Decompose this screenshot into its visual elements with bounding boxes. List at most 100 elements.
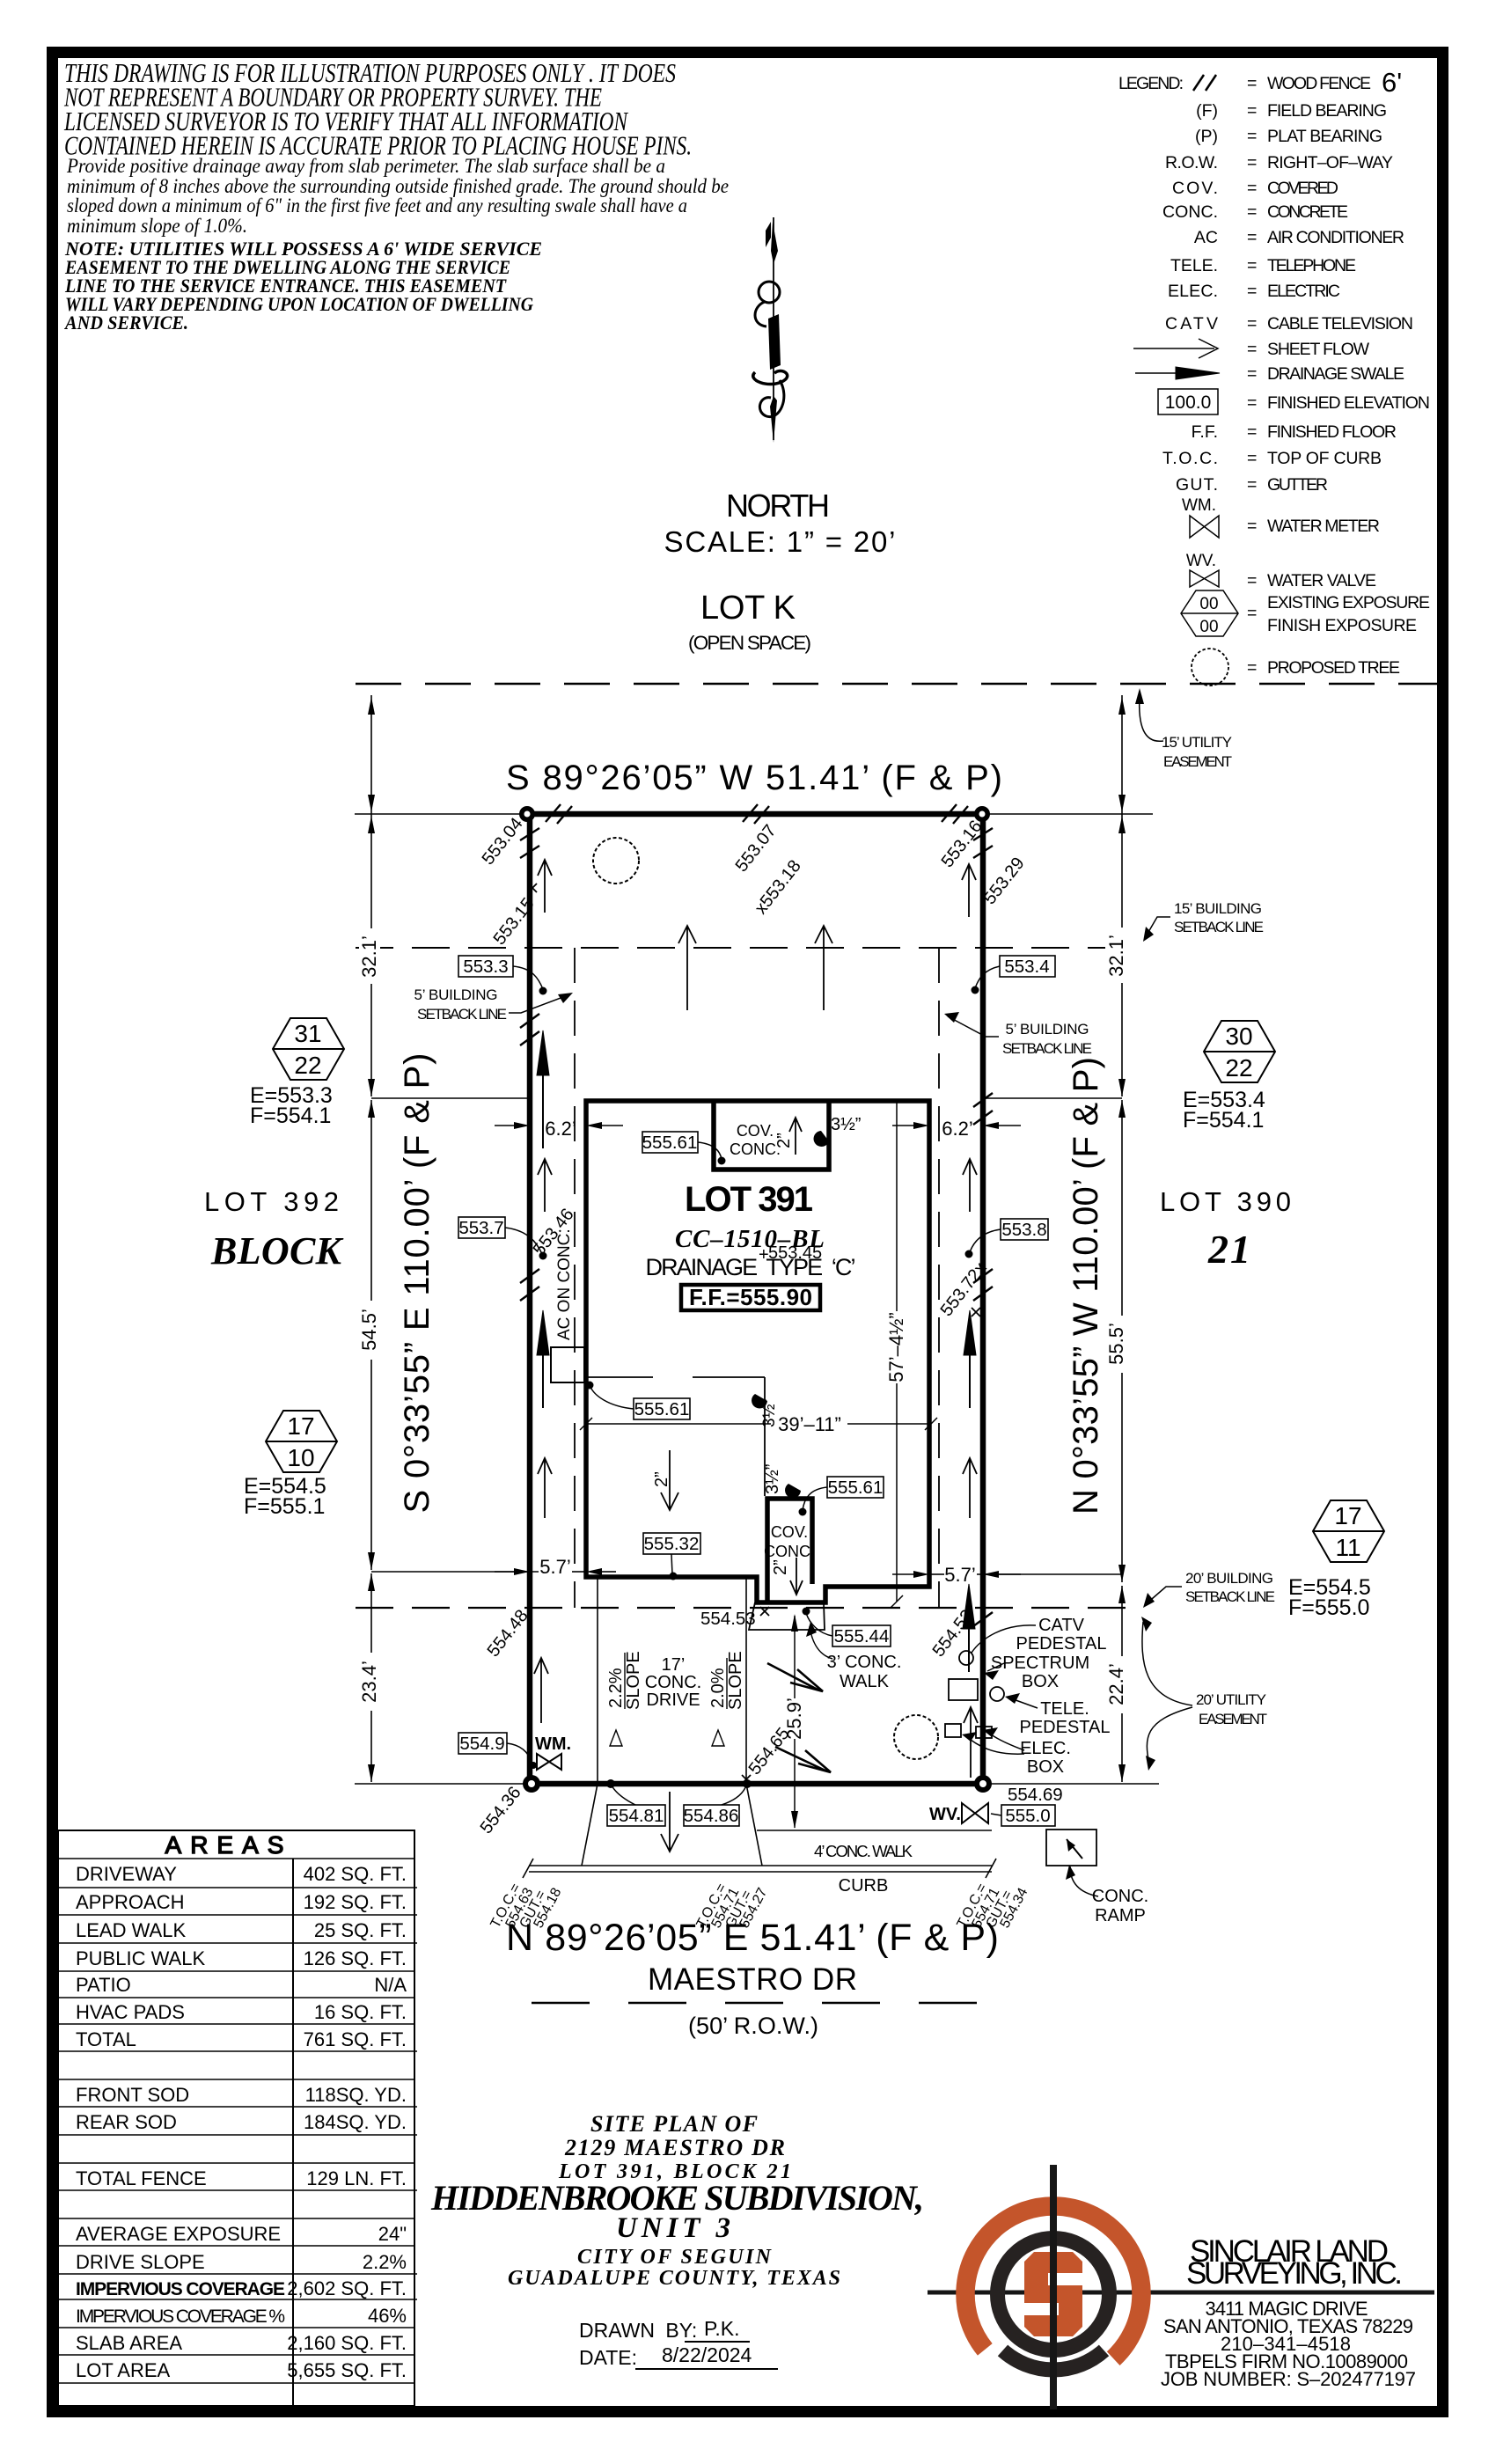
svg-text:minimum of 8 inches above the: minimum of 8 inches above the surroundin… (67, 175, 729, 197)
svg-text:LINE TO THE SERVICE ENTRANCE.: LINE TO THE SERVICE ENTRANCE. THIS EASEM… (64, 275, 507, 297)
svg-text:=: = (1247, 340, 1257, 359)
svg-text:17: 17 (287, 1412, 314, 1440)
svg-text:15’ BUILDING: 15’ BUILDING (1174, 900, 1262, 917)
svg-text:WALK: WALK (840, 1672, 890, 1691)
svg-text:3½”: 3½” (763, 1464, 782, 1494)
svg-text:39’–11”: 39’–11” (778, 1413, 841, 1435)
svg-text:HVAC PADS: HVAC PADS (76, 2001, 185, 2023)
svg-text:LOT K: LOT K (700, 590, 796, 627)
svg-text:4’ CONC. WALK: 4’ CONC. WALK (814, 1842, 913, 1860)
svg-text:LOT 390: LOT 390 (1160, 1186, 1294, 1217)
svg-text:CONC.: CONC. (1162, 202, 1218, 222)
svg-text:SETBACK LINE: SETBACK LINE (1174, 919, 1264, 935)
svg-text:N/A: N/A (374, 1974, 407, 1996)
svg-text:=: = (1247, 202, 1257, 222)
svg-text:DRIVE: DRIVE (646, 1690, 700, 1710)
svg-text:PROPOSED TREE: PROPOSED TREE (1267, 658, 1400, 678)
svg-text:(P): (P) (1195, 127, 1218, 146)
svg-text:EASEMENT: EASEMENT (1199, 1711, 1267, 1727)
svg-text:SLAB AREA: SLAB AREA (76, 2332, 182, 2354)
svg-text:2129 MAESTRO DR: 2129 MAESTRO DR (564, 2135, 785, 2160)
svg-text:555.32: 555.32 (644, 1534, 700, 1554)
svg-text:554.36: 554.36 (477, 1783, 525, 1837)
svg-text:TELE.: TELE. (1170, 256, 1218, 275)
svg-text:555.61: 555.61 (642, 1133, 698, 1153)
svg-text:E=553.3: E=553.3 (250, 1083, 333, 1108)
svg-text:E=554.5: E=554.5 (1288, 1575, 1371, 1600)
svg-text:SETBACK LINE: SETBACK LINE (417, 1006, 507, 1023)
svg-text:T.O.C.: T.O.C. (1162, 449, 1218, 468)
svg-text:=: = (1247, 282, 1257, 301)
svg-text:CABLE TELEVISION: CABLE TELEVISION (1267, 314, 1413, 334)
svg-text:16 SQ. FT.: 16 SQ. FT. (314, 2001, 407, 2023)
svg-text:=: = (1247, 571, 1257, 590)
svg-text:PUBLIC WALK: PUBLIC WALK (76, 1947, 205, 1969)
svg-text:WATER METER: WATER METER (1267, 517, 1380, 536)
svg-text:CATV: CATV (1165, 314, 1218, 334)
svg-text:402 SQ. FT.: 402 SQ. FT. (304, 1863, 407, 1885)
svg-text:LOT AREA: LOT AREA (76, 2359, 171, 2381)
svg-text:N 89°26’05” E 51.41’ (F & P): N 89°26’05” E 51.41’ (F & P) (506, 1917, 999, 1959)
svg-text:FINISHED ELEVATION: FINISHED ELEVATION (1267, 393, 1430, 413)
svg-text:SLOPE: SLOPE (726, 1651, 745, 1710)
svg-text:RIGHT–OF–WAY: RIGHT–OF–WAY (1267, 153, 1393, 172)
svg-text:761 SQ. FT.: 761 SQ. FT. (304, 2028, 407, 2050)
svg-text:554.9: 554.9 (459, 1734, 504, 1754)
svg-text:AREAS: AREAS (165, 1831, 293, 1859)
svg-text:ELEC.: ELEC. (1168, 282, 1218, 301)
svg-text:S 0°33’55” E 110.00’ (F & P): S 0°33’55” E 110.00’ (F & P) (398, 1053, 436, 1514)
svg-text:SINCLAIR LAND: SINCLAIR LAND (1190, 2234, 1390, 2269)
svg-text:=: = (1247, 517, 1257, 536)
svg-text:31: 31 (294, 1020, 321, 1047)
svg-text:553.7: 553.7 (458, 1218, 503, 1238)
svg-text:F.F.=555.90: F.F.=555.90 (689, 1284, 812, 1310)
svg-text:554.53: 554.53 (700, 1609, 756, 1629)
svg-text:=: = (1247, 228, 1257, 247)
svg-text:SAN ANTONIO, TEXAS 78229: SAN ANTONIO, TEXAS 78229 (1163, 2315, 1413, 2337)
svg-text:WM.: WM. (1182, 496, 1216, 515)
svg-text:=: = (1247, 153, 1257, 172)
svg-text:MAESTRO DR: MAESTRO DR (648, 1962, 857, 1997)
svg-text:CATV: CATV (1038, 1616, 1085, 1635)
svg-text:CONCRETE: CONCRETE (1267, 202, 1348, 222)
svg-text:20’ BUILDING: 20’ BUILDING (1185, 1570, 1273, 1587)
svg-text:NOTE: UTILITIES WILL POSSESS A: NOTE: UTILITIES WILL POSSESS A 6' WIDE S… (64, 238, 542, 260)
svg-text:P.K.: P.K. (704, 2317, 740, 2340)
svg-text:E=554.5: E=554.5 (244, 1474, 326, 1499)
svg-text:THIS DRAWING IS FOR ILLUSTRATI: THIS DRAWING IS FOR ILLUSTRATION PURPOSE… (64, 57, 676, 88)
svg-text:17: 17 (1334, 1502, 1361, 1529)
svg-text:CONC.: CONC. (1092, 1887, 1148, 1906)
svg-text:APPROACH: APPROACH (76, 1891, 184, 1913)
svg-text:DRAINAGE TYPE ‘C’: DRAINAGE TYPE ‘C’ (646, 1254, 856, 1280)
svg-text:SCALE: 1” = 20’: SCALE: 1” = 20’ (664, 525, 896, 558)
svg-text:00: 00 (1199, 595, 1218, 613)
svg-text:3’ CONC.: 3’ CONC. (827, 1653, 902, 1672)
svg-text:6': 6' (1382, 67, 1402, 98)
svg-text:10: 10 (287, 1444, 314, 1471)
svg-text:2,160 SQ. FT.: 2,160 SQ. FT. (287, 2332, 407, 2354)
svg-text:=: = (1247, 314, 1257, 334)
svg-text:8/22/2024: 8/22/2024 (662, 2343, 752, 2366)
svg-text:IMPERVIOUS COVERAGE %: IMPERVIOUS COVERAGE % (76, 2306, 285, 2327)
svg-text:2”: 2” (771, 1559, 790, 1575)
svg-text:DRAINAGE SWALE: DRAINAGE SWALE (1267, 364, 1404, 384)
svg-text:F=555.0: F=555.0 (1288, 1595, 1369, 1620)
svg-text:17’: 17’ (662, 1655, 686, 1675)
svg-text:554.86: 554.86 (684, 1806, 739, 1826)
svg-text:129 LN. FT.: 129 LN. FT. (306, 2167, 407, 2189)
svg-text:46%: 46% (368, 2305, 407, 2327)
svg-text:CURB: CURB (839, 1876, 889, 1896)
svg-text:minimum slope of 1.0%.: minimum slope of 1.0%. (67, 215, 247, 237)
svg-text:22: 22 (294, 1052, 321, 1079)
svg-text:NOT REPRESENT A BOUNDARY OR PR: NOT REPRESENT A BOUNDARY OR PROPERTY SUR… (63, 82, 602, 113)
svg-text:SLOPE: SLOPE (624, 1651, 643, 1710)
svg-text:F=555.1: F=555.1 (244, 1494, 325, 1519)
svg-text:20’ UTILITY: 20’ UTILITY (1196, 1691, 1266, 1708)
svg-text:6.2’: 6.2’ (545, 1118, 576, 1140)
svg-text:ELECTRIC: ELECTRIC (1267, 282, 1340, 301)
svg-text:RAMP: RAMP (1095, 1906, 1146, 1925)
svg-text:5.7’: 5.7’ (539, 1556, 570, 1578)
svg-text:SHEET FLOW: SHEET FLOW (1267, 340, 1370, 359)
svg-text:(F): (F) (1196, 101, 1218, 121)
svg-text:553.16: 553.16 (938, 817, 986, 871)
